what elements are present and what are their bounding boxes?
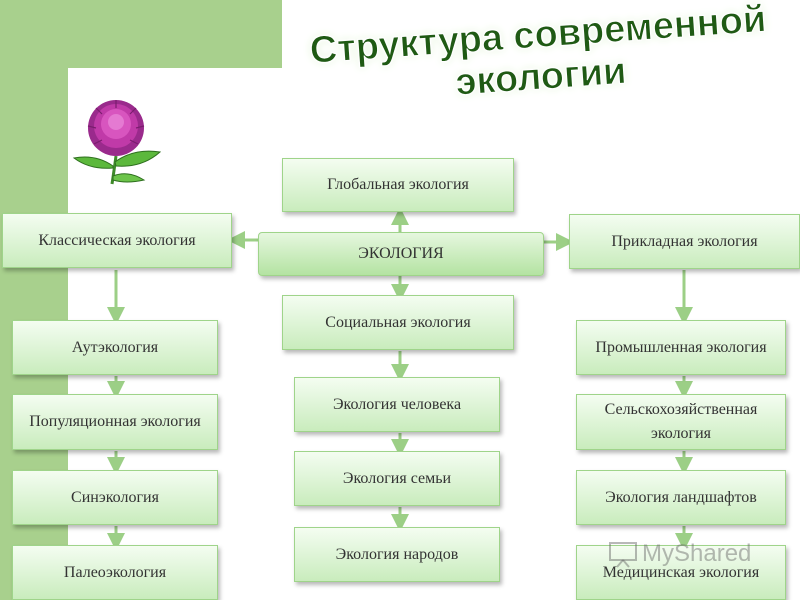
watermark-text: MyShared: [642, 540, 752, 567]
node-ecology-center: ЭКОЛОГИЯ: [258, 232, 544, 276]
node-paleoecology: Палеоэкология: [12, 545, 218, 600]
node-peoples-ecology: Экология народов: [294, 527, 500, 582]
node-autecology: Аутэкология: [12, 320, 218, 375]
node-synecology: Синэкология: [12, 470, 218, 525]
node-family-ecology: Экология семьи: [294, 451, 500, 506]
node-industrial-ecology: Промышленная экология: [576, 320, 786, 375]
node-landscape-ecology: Экология ландшафтов: [576, 470, 786, 525]
node-agricultural-ecology: Сельскохозяйственная экология: [576, 394, 786, 450]
node-applied-ecology: Прикладная экология: [569, 214, 800, 269]
node-human-ecology: Экология человека: [294, 377, 500, 432]
chrysanthemum-flower-icon: [72, 100, 162, 185]
presentation-board-icon: [609, 542, 637, 568]
node-population-ecology: Популяционная экология: [12, 394, 218, 450]
node-medical-ecology: Медицинская экология: [576, 545, 786, 600]
watermark: MyShared: [608, 538, 768, 570]
node-global-ecology: Глобальная экология: [282, 158, 514, 212]
node-social-ecology: Социальная экология: [282, 295, 514, 350]
node-classical-ecology: Классическая экология: [2, 213, 232, 268]
